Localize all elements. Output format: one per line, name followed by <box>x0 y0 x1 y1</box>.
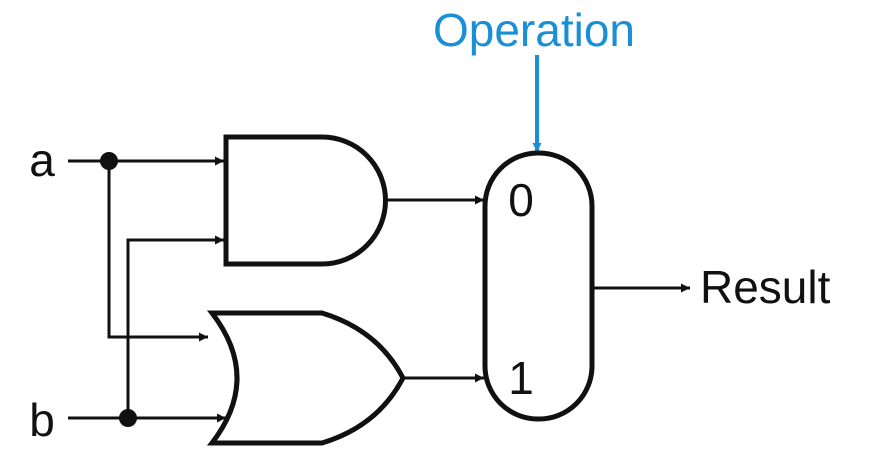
wire-a-to-or <box>107 161 208 342</box>
input-b-label: b <box>29 394 55 446</box>
mux-input-0-label: 0 <box>508 174 534 226</box>
wire-b-to-and <box>126 235 224 418</box>
junction-b <box>119 409 137 427</box>
or-gate <box>206 310 406 446</box>
operation-label: Operation <box>433 4 635 56</box>
input-a-label: a <box>29 134 55 186</box>
junction-a <box>100 152 118 170</box>
result-label: Result <box>700 261 831 313</box>
and-gate <box>223 134 388 267</box>
multiplexer <box>482 150 595 422</box>
mux-input-1-label: 1 <box>508 352 534 404</box>
